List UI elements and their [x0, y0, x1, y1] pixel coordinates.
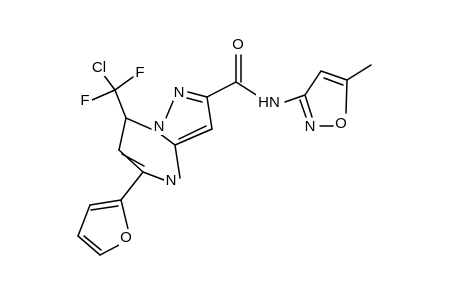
atom-n-pyrimidine: N: [164, 172, 178, 189]
atom-o-isoxazole-label: O: [335, 115, 347, 132]
bond: [320, 70, 348, 81]
bond: [186, 97, 203, 103]
bond: [114, 89, 127, 119]
atom-f-top: F: [134, 64, 147, 81]
atom-f-left-label: F: [80, 92, 89, 109]
bond: [284, 94, 306, 103]
bond: [206, 96, 213, 130]
atom-o-isoxazole: O: [334, 115, 348, 132]
bond: [345, 79, 348, 114]
atom-cl-label: Cl: [92, 59, 106, 76]
bond: [118, 117, 127, 151]
atom-nh-label: HN: [258, 94, 280, 111]
atom-o-carbonyl: O: [231, 36, 245, 53]
bond: [89, 199, 122, 206]
atom-o-furan-label: O: [120, 229, 132, 246]
bond: [165, 98, 175, 119]
atom-cl: Cl: [88, 59, 109, 76]
bond: [91, 89, 116, 101]
atom-n-isoxazole-label: N: [305, 118, 316, 135]
bond: [118, 149, 144, 173]
bond: [142, 171, 165, 181]
atom-n-isoxazole: N: [303, 118, 317, 135]
bond: [102, 73, 116, 91]
atom-n-pyrazole: N: [173, 84, 186, 101]
bond: [304, 94, 313, 118]
atom-o-furan: O: [119, 229, 133, 246]
bond: [120, 199, 129, 230]
atom-n-pyrazole-label: N: [174, 84, 185, 101]
atom-f-left: F: [79, 92, 92, 109]
bond: [120, 171, 144, 201]
bond-layer: [77, 54, 372, 256]
atom-nh: HN: [256, 94, 283, 111]
bond: [187, 91, 208, 98]
bond: [299, 99, 307, 118]
atom-n-bridge: N: [153, 118, 166, 135]
bond: [304, 70, 322, 96]
bond: [323, 77, 344, 86]
bond: [114, 76, 134, 91]
bond: [125, 117, 152, 130]
bond: [178, 125, 207, 140]
bond: [83, 235, 102, 251]
bond: [77, 204, 91, 237]
bond: [174, 144, 181, 179]
bond: [235, 81, 259, 97]
atom-f-top-label: F: [135, 64, 144, 81]
atom-label-layer: Cl F F N N N O: [79, 36, 348, 246]
bond: [121, 153, 145, 167]
bond: [99, 244, 120, 256]
atom-n-bridge-label: N: [154, 118, 165, 135]
atom-o-carbonyl-label: O: [232, 36, 244, 53]
bond: [90, 205, 119, 211]
bond: [174, 128, 213, 146]
bond: [346, 64, 372, 81]
bond: [206, 81, 237, 98]
bond: [77, 235, 101, 256]
atom-n-pyrimidine-label: N: [166, 172, 177, 189]
